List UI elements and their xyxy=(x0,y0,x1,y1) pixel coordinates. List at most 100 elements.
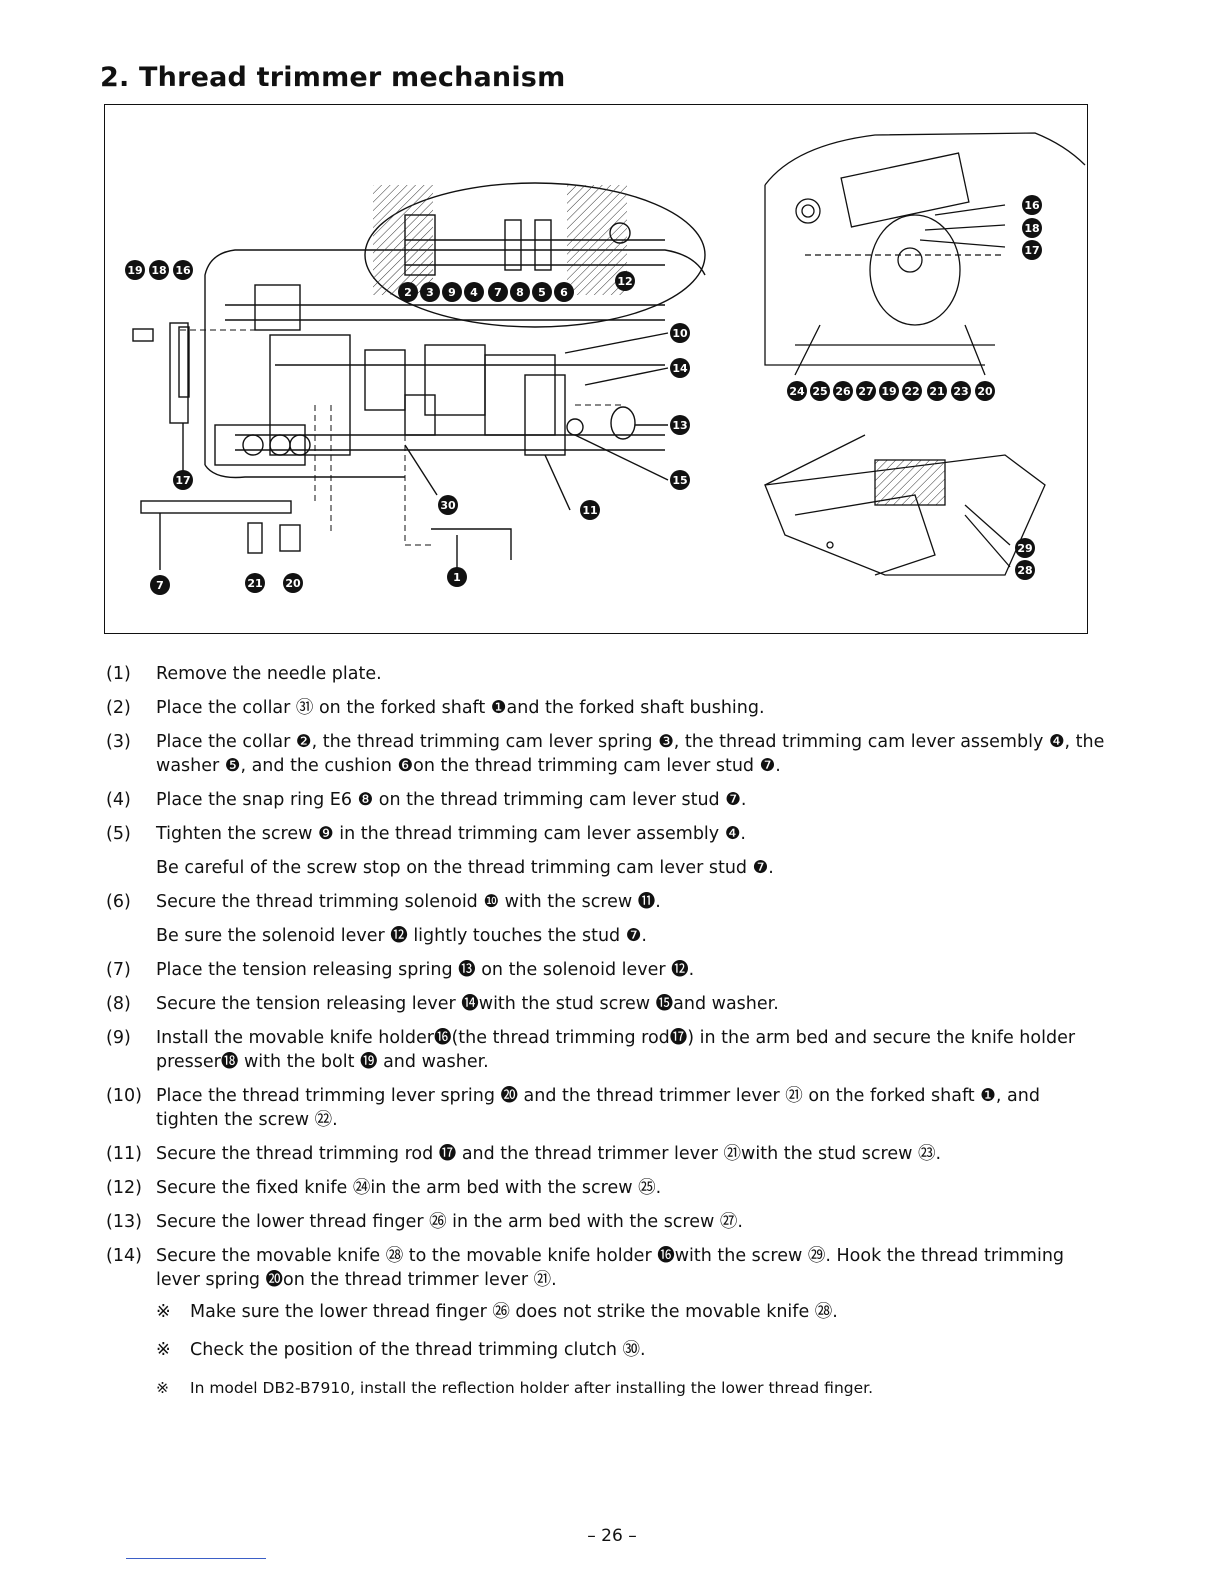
callout-21-right xyxy=(927,381,947,401)
callout-28 xyxy=(1015,560,1035,580)
note-text: Check the position of the thread trimmin… xyxy=(190,1340,646,1360)
callout-22 xyxy=(902,381,922,401)
callout-20-right xyxy=(975,381,995,401)
step-10: (10) Place the thread trimming lever spr… xyxy=(106,1084,1106,1132)
callout-15-label: 15 xyxy=(672,474,687,487)
step-text: Secure the thread trimming rod ⓱ and the… xyxy=(156,1144,942,1164)
callout-7-label: 7 xyxy=(494,286,502,299)
step-text: Install the movable knife holder⓰(the th… xyxy=(156,1028,1076,1072)
step-11: (11) Secure the thread trimming rod ⓱ an… xyxy=(106,1142,1106,1166)
callout-6-label: 6 xyxy=(560,286,568,299)
step-3: (3) Place the collar ❷, the thread trimm… xyxy=(106,730,1106,778)
callout-14-label: 14 xyxy=(672,362,688,375)
callout-23-label: 23 xyxy=(953,385,968,398)
callout-18 xyxy=(149,260,169,280)
callout-22-label: 22 xyxy=(904,385,919,398)
step-text: Place the tension releasing spring ⓭ on … xyxy=(156,960,695,980)
step-number: (4) xyxy=(106,790,131,810)
callout-3 xyxy=(420,282,440,302)
note-mark: ※ xyxy=(156,1340,171,1360)
callout-26 xyxy=(833,381,853,401)
step-number: (9) xyxy=(106,1028,131,1048)
step-number: (14) xyxy=(106,1246,142,1266)
callout-16 xyxy=(173,260,193,280)
step-4: (4) Place the snap ring E6 ❽ on the thre… xyxy=(106,788,1106,812)
procedure-steps: (1) Remove the needle plate. (2) Place t… xyxy=(106,662,1106,1302)
callout-7-bottom xyxy=(150,575,170,595)
step-number: (2) xyxy=(106,698,131,718)
callout-24 xyxy=(787,381,807,401)
callout-markers: 19 18 16 2 3 9 4 7 8 5 6 12 10 xyxy=(125,195,1042,595)
callout-17-left xyxy=(173,470,193,490)
page-title: 2. Thread trimmer mechanism xyxy=(100,62,566,93)
step-number: (5) xyxy=(106,824,131,844)
callout-16-label: 16 xyxy=(175,264,191,277)
callout-7-bottom-label: 7 xyxy=(156,579,164,592)
callout-18-label: 18 xyxy=(151,264,166,277)
note-text: Make sure the lower thread finger ㉖ does… xyxy=(190,1302,838,1322)
callout-19-right xyxy=(879,381,899,401)
note-text: In model DB2-B7910, install the reflecti… xyxy=(190,1379,874,1397)
callout-17-left-label: 17 xyxy=(175,474,190,487)
step-2: (2) Place the collar ㉛ on the forked sha… xyxy=(106,696,1106,720)
callout-2 xyxy=(398,282,418,302)
left-assembly-drawing xyxy=(132,182,706,575)
callout-30-label: 30 xyxy=(440,499,456,512)
callout-7 xyxy=(488,282,508,302)
callout-28-label: 28 xyxy=(1017,564,1032,577)
callout-5-label: 5 xyxy=(538,286,546,299)
callout-2-label: 2 xyxy=(404,286,412,299)
callout-12 xyxy=(615,271,635,291)
step-text: Place the snap ring E6 ❽ on the thread t… xyxy=(156,790,747,810)
callout-20-left xyxy=(283,573,303,593)
callout-25-label: 25 xyxy=(812,385,827,398)
step-9: (9) Install the movable knife holder⓰(th… xyxy=(106,1026,1106,1074)
caution-notes: ※ Make sure the lower thread finger ㉖ do… xyxy=(156,1300,1106,1414)
step-1: (1) Remove the needle plate. xyxy=(106,662,1106,686)
step-14: (14) Secure the movable knife ㉘ to the m… xyxy=(106,1244,1106,1292)
callout-21-left-label: 21 xyxy=(247,577,262,590)
callout-20-left-label: 20 xyxy=(285,577,301,590)
callout-27-label: 27 xyxy=(858,385,873,398)
callout-1-label: 1 xyxy=(453,571,461,584)
step-5: (5) Tighten the screw ❾ in the thread tr… xyxy=(106,822,1106,880)
step-number: (11) xyxy=(106,1144,142,1164)
callout-8-label: 8 xyxy=(516,286,524,299)
callout-16-right-label: 16 xyxy=(1024,199,1040,212)
callout-29 xyxy=(1015,538,1035,558)
step-number: (8) xyxy=(106,994,131,1014)
callout-21-left xyxy=(245,573,265,593)
callout-10-label: 10 xyxy=(672,327,688,340)
step-text: Secure the fixed knife ㉔in the arm bed w… xyxy=(156,1178,662,1198)
step-number: (6) xyxy=(106,892,131,912)
step-number: (1) xyxy=(106,664,131,684)
step-number: (10) xyxy=(106,1086,142,1106)
callout-29-label: 29 xyxy=(1017,542,1032,555)
callout-19 xyxy=(125,260,145,280)
note-1: ※ Make sure the lower thread finger ㉖ do… xyxy=(156,1300,1106,1324)
step-subtext: Be careful of the screw stop on the thre… xyxy=(156,858,774,878)
callout-23 xyxy=(951,381,971,401)
callout-20-right-label: 20 xyxy=(977,385,993,398)
step-number: (12) xyxy=(106,1178,142,1198)
note-3: ※ In model DB2-B7910, install the reflec… xyxy=(156,1376,1106,1400)
step-text: Secure the tension releasing lever ⓮with… xyxy=(156,994,779,1014)
step-text: Secure the lower thread finger ㉖ in the … xyxy=(156,1212,743,1232)
callout-13 xyxy=(670,415,690,435)
note-mark: ※ xyxy=(156,1379,169,1397)
step-6: (6) Secure the thread trimming solenoid … xyxy=(106,890,1106,948)
step-text: Place the collar ❷, the thread trimming … xyxy=(156,732,1105,776)
callout-8 xyxy=(510,282,530,302)
callout-1 xyxy=(447,567,467,587)
right-top-drawing xyxy=(764,132,1086,376)
callout-18-right-label: 18 xyxy=(1024,222,1039,235)
footer-rule xyxy=(126,1558,266,1559)
callout-12-label: 12 xyxy=(617,275,632,288)
step-text: Place the collar ㉛ on the forked shaft ❶… xyxy=(156,698,765,718)
callout-25 xyxy=(810,381,830,401)
step-text: Remove the needle plate. xyxy=(156,664,382,684)
callout-17-right xyxy=(1022,240,1042,260)
note-2: ※ Check the position of the thread trimm… xyxy=(156,1338,1106,1362)
callout-9-label: 9 xyxy=(448,286,456,299)
diagram-svg: 19 18 16 2 3 9 4 7 8 5 6 12 10 xyxy=(125,132,1086,595)
